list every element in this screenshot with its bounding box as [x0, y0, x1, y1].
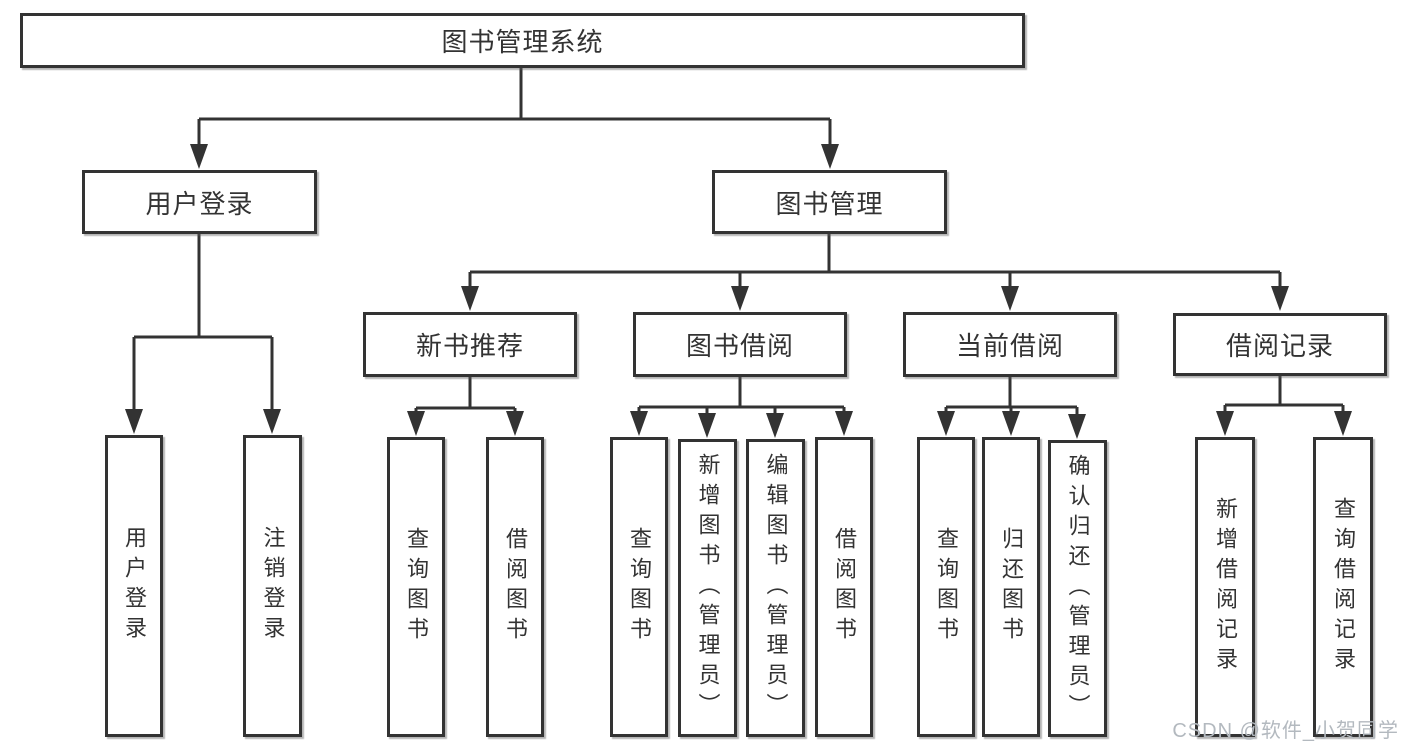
connector-current-borrow-to-leaves: [944, 377, 1079, 415]
leaf-newbook-borrow-books-label: 借阅图书: [503, 527, 528, 647]
leaf-logout: 注销登录: [243, 435, 302, 737]
leaf-user-login: 用户登录: [105, 435, 163, 737]
leaf-current-query-books: 查询图书: [917, 437, 975, 737]
node-user-login-label: 用户登录: [145, 188, 254, 219]
leaf-record-query-borrow-record: 查询借阅记录: [1313, 437, 1373, 737]
node-book-borrow: 图书借阅: [633, 312, 847, 377]
watermark: CSDN @软件_小贺同学: [1172, 720, 1399, 742]
leaf-borrow-edit-books-admin-label: 编辑图书（管理员）: [763, 453, 789, 723]
leaf-borrow-query-books-label: 查询图书: [627, 527, 652, 647]
node-borrow-record: 借阅记录: [1173, 313, 1387, 376]
leaf-user-login-label: 用户登录: [122, 526, 147, 646]
node-library-management-system-label: 图书管理系统: [441, 27, 604, 57]
leaf-newbook-borrow-books: 借阅图书: [486, 437, 544, 737]
arrowheads-borrow-record-to-leaves: [1216, 411, 1352, 436]
arrowheads-user-login-to-leaves: [125, 409, 281, 434]
node-current-borrow-label: 当前借阅: [955, 331, 1064, 361]
leaf-current-confirm-return-admin-label: 确认归还（管理员）: [1065, 453, 1091, 724]
leaf-current-return-books: 归还图书: [982, 437, 1040, 737]
leaf-newbook-query-books-label: 查询图书: [404, 527, 429, 647]
node-current-borrow: 当前借阅: [903, 312, 1117, 377]
leaf-record-add-borrow-record: 新增借阅记录: [1195, 437, 1255, 737]
leaf-current-query-books-label: 查询图书: [934, 527, 959, 647]
arrowheads-current-borrow-to-leaves: [937, 411, 1086, 439]
leaf-newbook-query-books: 查询图书: [387, 437, 445, 737]
arrowheads-book-borrow-to-leaves: [630, 411, 853, 438]
leaf-borrow-edit-books-admin: 编辑图书（管理员）: [746, 439, 805, 737]
node-borrow-record-label: 借阅记录: [1225, 331, 1334, 361]
leaf-borrow-add-books-admin: 新增图书（管理员）: [678, 439, 737, 737]
leaf-current-return-books-label: 归还图书: [999, 527, 1024, 647]
leaf-borrow-borrow-books-label: 借阅图书: [832, 527, 857, 647]
leaf-record-query-borrow-record-label: 查询借阅记录: [1331, 497, 1356, 677]
leaf-borrow-add-books-admin-label: 新增图书（管理员）: [695, 453, 721, 723]
leaf-borrow-borrow-books: 借阅图书: [815, 437, 873, 737]
node-book-management-label: 图书管理: [775, 188, 884, 219]
connector-book-management-to-level3: [468, 233, 1282, 288]
connector-book-borrow-to-leaves: [637, 377, 846, 415]
node-book-management: 图书管理: [712, 170, 947, 234]
node-book-borrow-label: 图书借阅: [685, 331, 794, 361]
leaf-logout-label: 注销登录: [260, 526, 286, 646]
leaf-current-confirm-return-admin: 确认归还（管理员）: [1048, 440, 1107, 737]
arrowheads-root-to-level2: [190, 144, 839, 169]
node-library-management-system: 图书管理系统: [20, 13, 1025, 68]
node-user-login: 用户登录: [82, 170, 317, 234]
node-new-book-recommend-label: 新书推荐: [415, 331, 524, 361]
node-new-book-recommend: 新书推荐: [363, 312, 577, 377]
connector-user-login-to-leaves: [132, 234, 274, 412]
arrowheads-book-management-to-level3: [461, 286, 1289, 311]
connector-new-book-to-leaves: [414, 377, 517, 413]
connector-root-to-level2: [197, 68, 832, 146]
leaf-record-add-borrow-record-label: 新增借阅记录: [1213, 497, 1238, 677]
arrowheads-new-book-to-leaves: [407, 411, 524, 436]
connector-borrow-record-to-leaves: [1223, 376, 1345, 413]
leaf-borrow-query-books: 查询图书: [610, 437, 668, 737]
